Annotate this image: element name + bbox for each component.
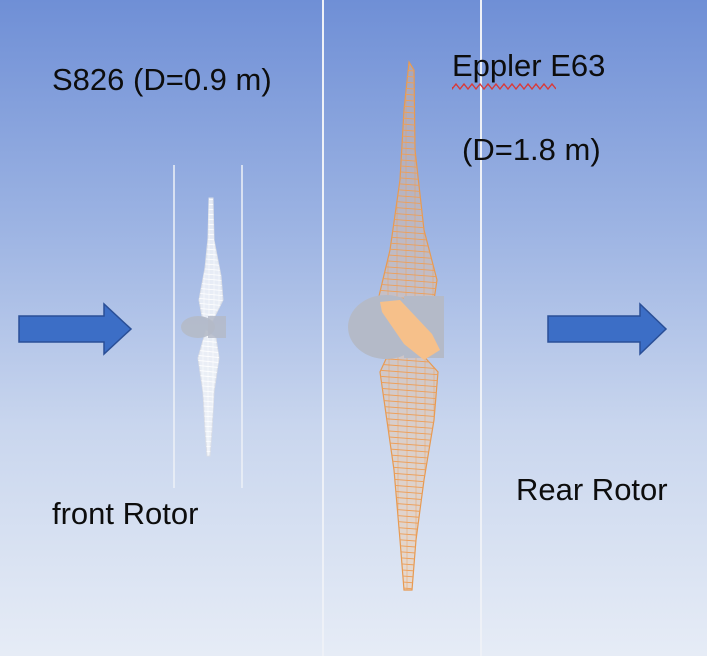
front-rotor-hub [181,316,215,338]
inlet-arrow-icon [18,302,133,356]
rear-rotor-diameter-label: (D=1.8 m) [462,132,601,167]
rear-rotor-blade-root [380,300,440,360]
spellcheck-underline [452,82,556,91]
rear-rotor-icon [348,60,444,591]
outlet-arrow-icon [547,302,668,356]
front-rotor-lower-blade [197,329,220,457]
front-rotor-label: front Rotor [52,496,199,531]
front-rotor-nacelle [208,316,226,338]
front-rotor-profile-label: S826 (D=0.9 m) [52,62,272,97]
rear-rotor-profile-label: Eppler E63 [452,48,606,83]
front-rotor-icon [181,197,226,457]
rear-rotor-label: Rear Rotor [516,472,668,507]
